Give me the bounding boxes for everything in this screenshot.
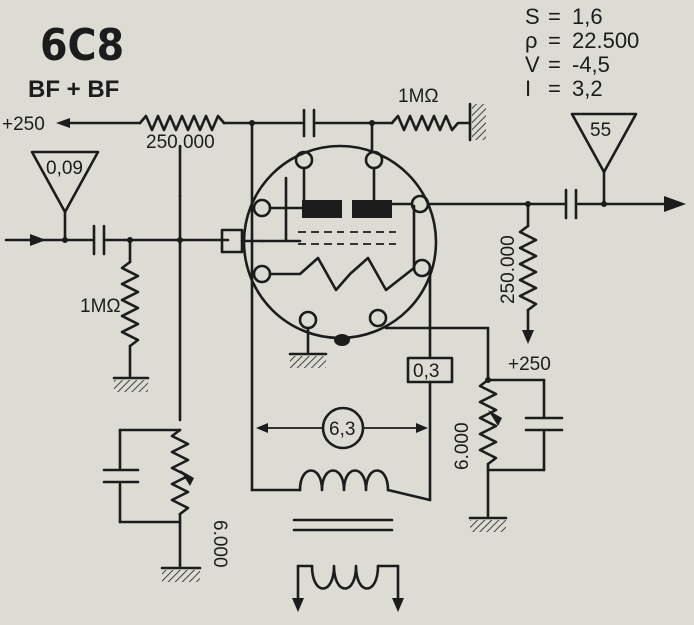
supply-left-label: +250 [2, 114, 45, 135]
load-resistor-label: 250.000 [498, 235, 519, 304]
arrow-down-icon [522, 330, 534, 344]
param-rho-value: 22.500 [572, 28, 639, 53]
top-resistor [390, 114, 472, 132]
right-cathode-label: 6.000 [452, 422, 473, 470]
left-cathode-label: 6.000 [209, 520, 230, 568]
arrow-down-icon [292, 598, 304, 612]
heater-voltage-dimension: 6,3 [256, 406, 428, 450]
output-gain-label: 55 [590, 120, 611, 141]
tube-envelope [220, 144, 438, 346]
supply-line-top: +250 250.000 1MΩ [2, 86, 486, 153]
anode-resistor-label: 250.000 [146, 132, 215, 153]
param-v-value: -4,5 [572, 52, 610, 77]
pin-8 [368, 308, 388, 328]
param-rho-key: ρ [525, 28, 538, 53]
top-resistor-label: 1MΩ [398, 86, 439, 107]
arrow-right-icon [30, 234, 46, 246]
param-i-key: I [525, 76, 531, 101]
parameter-block: S = 1,6 ρ = 22.500 V = -4,5 I = 3,2 [525, 4, 639, 101]
heater-voltage-label: 6,3 [329, 419, 355, 440]
load-resistor: 250.000 [498, 202, 538, 344]
pin-7 [298, 310, 318, 330]
input-gain-label: 0,09 [46, 158, 83, 179]
output-gain-marker: 55 [570, 112, 638, 174]
pin-5 [252, 264, 272, 284]
output-line [426, 170, 686, 220]
param-s-key: S [525, 4, 540, 29]
param-i-value: 3,2 [572, 76, 603, 101]
supply-right-label: +250 [508, 354, 551, 375]
svg-text:=: = [548, 76, 561, 101]
anode-left [302, 200, 342, 218]
grid-resistor-label: 1MΩ [80, 296, 121, 317]
param-v-key: V [525, 52, 540, 77]
pin-3 [252, 198, 272, 218]
tube-function: BF + BF [28, 76, 119, 103]
right-cathode-network: 6.000 [452, 377, 564, 532]
grid-resistor: 1MΩ [80, 238, 150, 392]
arrow-left-icon [56, 118, 70, 128]
anode-resistor [138, 114, 226, 132]
svg-text:=: = [548, 28, 561, 53]
anode-right [352, 200, 392, 218]
svg-text:=: = [548, 52, 561, 77]
input-line [4, 224, 230, 256]
tube-name: 6C8 [40, 20, 124, 71]
heater-filament [268, 256, 416, 292]
arrow-right-icon [664, 196, 686, 212]
left-cathode-network: 6.000 [102, 428, 230, 582]
heater-current-box: 0,3 [406, 356, 454, 384]
input-gain-marker: 0,09 [30, 150, 100, 242]
heater-transformer [250, 469, 432, 612]
pin-6 [412, 258, 432, 278]
arrow-down-icon [392, 598, 404, 612]
heater-current-label: 0,3 [413, 361, 439, 382]
svg-text:=: = [548, 4, 561, 29]
pin-2 [364, 150, 384, 170]
param-s-value: 1,6 [572, 4, 603, 29]
